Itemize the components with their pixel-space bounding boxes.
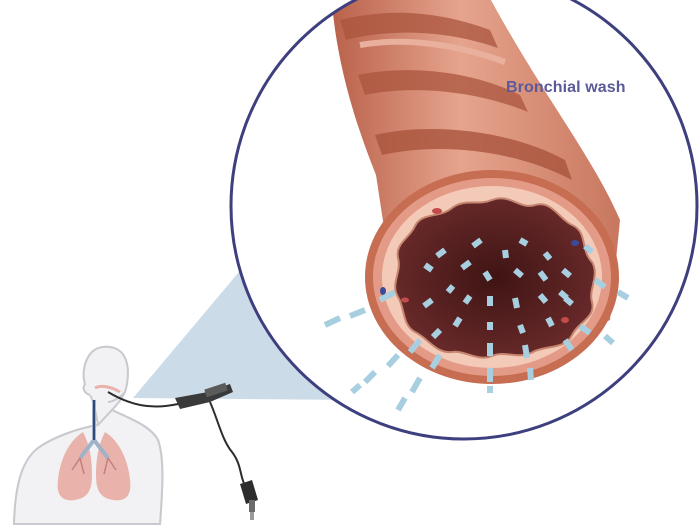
human-torso-icon [14,347,162,524]
bronchial-wash-label: Bronchial wash [506,79,626,97]
airway-lumen [395,198,595,357]
